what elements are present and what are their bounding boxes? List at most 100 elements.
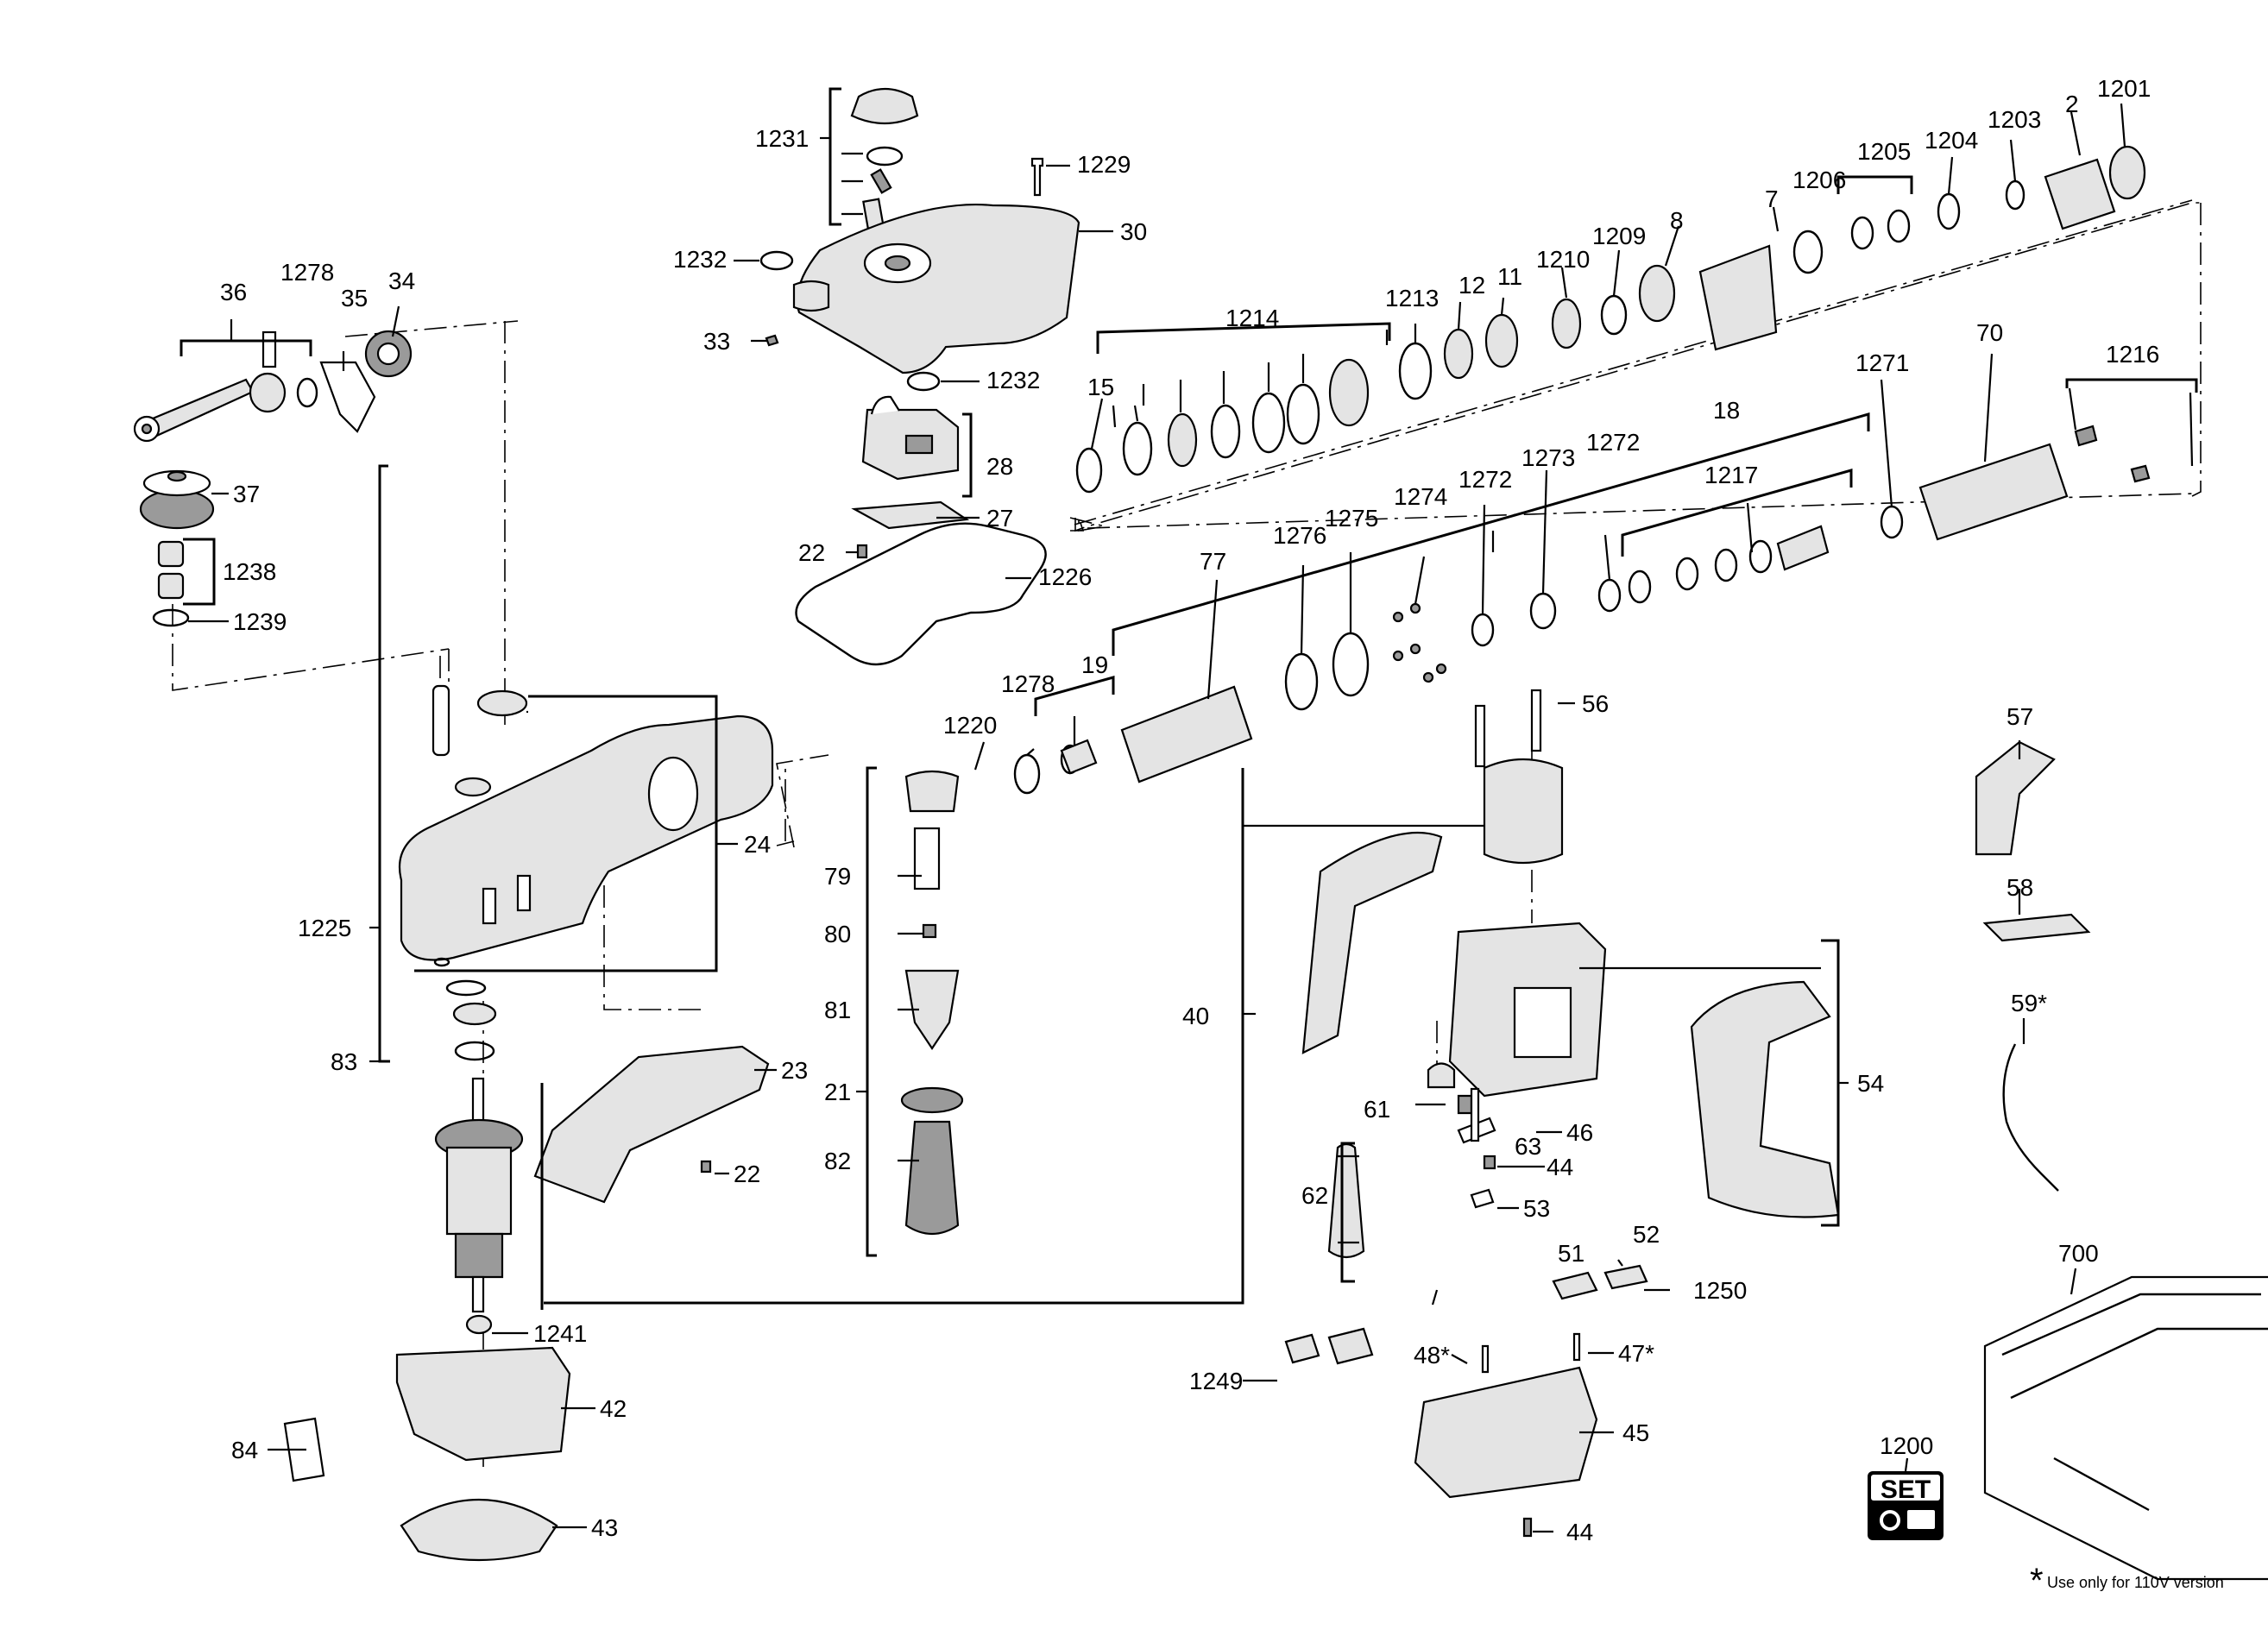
part-57-switch <box>1975 740 2056 856</box>
label-51: 51 <box>1558 1240 1584 1267</box>
part-83-washer-a <box>445 979 487 997</box>
label-59: 59* <box>2011 990 2047 1016</box>
gear-housing-cover-assembly <box>759 88 1080 392</box>
label-1272-a: 1272 <box>1458 466 1512 493</box>
label-52: 52 <box>1633 1221 1660 1248</box>
label-79: 79 <box>824 863 851 890</box>
barrel-parts-top-row <box>1075 145 2146 494</box>
label-1220: 1220 <box>943 712 997 739</box>
label-11: 11 <box>1497 263 1522 290</box>
part-83-bearing <box>452 1002 497 1026</box>
label-1272-b: 1272 <box>1586 429 1640 456</box>
label-1271: 1271 <box>1855 349 1909 376</box>
part-700-carry-case <box>1983 1275 2268 1581</box>
label-70: 70 <box>1976 319 2003 346</box>
label-1209: 1209 <box>1592 223 1646 249</box>
part-43-baffle <box>400 1499 558 1562</box>
label-33: 33 <box>703 328 730 355</box>
label-1206: 1206 <box>1792 167 1846 193</box>
label-1201: 1201 <box>2097 75 2151 102</box>
label-1203: 1203 <box>1988 106 2041 133</box>
label-7: 7 <box>1765 186 1779 212</box>
label-1273: 1273 <box>1521 444 1575 471</box>
label-1205: 1205 <box>1857 138 1911 165</box>
label-1226: 1226 <box>1038 563 1092 590</box>
part-83-circlip <box>454 1041 495 1061</box>
part-54-handle <box>1690 980 1840 1218</box>
label-54: 54 <box>1857 1070 1884 1097</box>
leader-lines <box>188 103 2194 1533</box>
label-47: 47* <box>1618 1340 1654 1367</box>
label-80: 80 <box>824 921 851 947</box>
label-27: 27 <box>986 505 1013 532</box>
part-45-brush-cover <box>1414 1366 1598 1499</box>
label-1231: 1231 <box>755 125 809 152</box>
set-badge-text: SET <box>1881 1476 1931 1504</box>
label-19: 19 <box>1081 651 1108 678</box>
label-1238: 1238 <box>223 558 276 585</box>
label-57: 57 <box>2007 703 2033 730</box>
label-22-b: 22 <box>734 1161 760 1187</box>
label-1275: 1275 <box>1325 505 1378 532</box>
label-1249: 1249 <box>1189 1368 1243 1394</box>
label-62: 62 <box>1301 1182 1328 1209</box>
part-44-screw-b <box>1522 1517 1533 1538</box>
label-1276: 1276 <box>1273 522 1326 549</box>
label-56: 56 <box>1582 690 1609 717</box>
main-gear-housing-24 <box>398 684 774 967</box>
label-46: 46 <box>1566 1119 1593 1146</box>
label-83: 83 <box>331 1048 357 1075</box>
label-28: 28 <box>986 453 1013 480</box>
label-1214: 1214 <box>1225 305 1279 331</box>
motor-housing-40 <box>1301 689 1607 1115</box>
label-63: 63 <box>1515 1133 1541 1160</box>
label-53: 53 <box>1523 1195 1550 1222</box>
part-58-plate <box>1982 913 2091 942</box>
label-8: 8 <box>1670 207 1684 234</box>
label-1213: 1213 <box>1385 285 1439 311</box>
label-1241: 1241 <box>533 1320 587 1347</box>
label-1278-a: 1278 <box>280 259 334 286</box>
part-59-cable <box>2002 1043 2059 1192</box>
part-22-screw-b <box>700 1160 712 1174</box>
label-36: 36 <box>220 279 247 305</box>
group-brackets <box>180 87 2198 1310</box>
label-12: 12 <box>1458 272 1485 299</box>
part-42-fan-housing <box>395 1346 571 1462</box>
label-1239: 1239 <box>233 608 287 635</box>
label-44-a: 44 <box>1547 1154 1573 1180</box>
footnote-text: Use only for 110V version <box>2047 1574 2224 1591</box>
label-61: 61 <box>1364 1096 1390 1123</box>
label-1232-b: 1232 <box>986 367 1040 393</box>
label-45: 45 <box>1622 1419 1649 1446</box>
part-1226-gasket <box>795 522 1047 666</box>
label-77: 77 <box>1200 548 1226 575</box>
label-18: 18 <box>1713 397 1740 424</box>
label-40: 40 <box>1182 1003 1209 1029</box>
label-43: 43 <box>591 1514 618 1541</box>
label-84: 84 <box>231 1437 258 1463</box>
label-700: 700 <box>2058 1240 2099 1267</box>
label-81: 81 <box>824 997 851 1023</box>
label-1204: 1204 <box>1925 127 1978 154</box>
label-1274: 1274 <box>1394 483 1447 510</box>
footnote-star: * <box>2030 1562 2044 1600</box>
barrel-parts-middle-row <box>1013 425 2151 795</box>
label-24: 24 <box>744 831 771 858</box>
label-48: 48* <box>1414 1342 1450 1369</box>
label-35: 35 <box>341 285 368 311</box>
label-44-b: 44 <box>1566 1519 1593 1545</box>
side-handle-assembly <box>900 770 964 1235</box>
label-1200: 1200 <box>1880 1432 1933 1459</box>
label-23: 23 <box>781 1057 808 1084</box>
label-1229: 1229 <box>1077 151 1131 178</box>
part-27-plate <box>851 500 970 530</box>
label-1217: 1217 <box>1704 462 1758 488</box>
label-22-a: 22 <box>798 539 825 566</box>
armature-rotor <box>434 1077 524 1335</box>
label-21: 21 <box>824 1079 851 1105</box>
label-1216: 1216 <box>2106 341 2159 368</box>
label-1232-a: 1232 <box>673 246 727 273</box>
label-30: 30 <box>1120 218 1147 245</box>
